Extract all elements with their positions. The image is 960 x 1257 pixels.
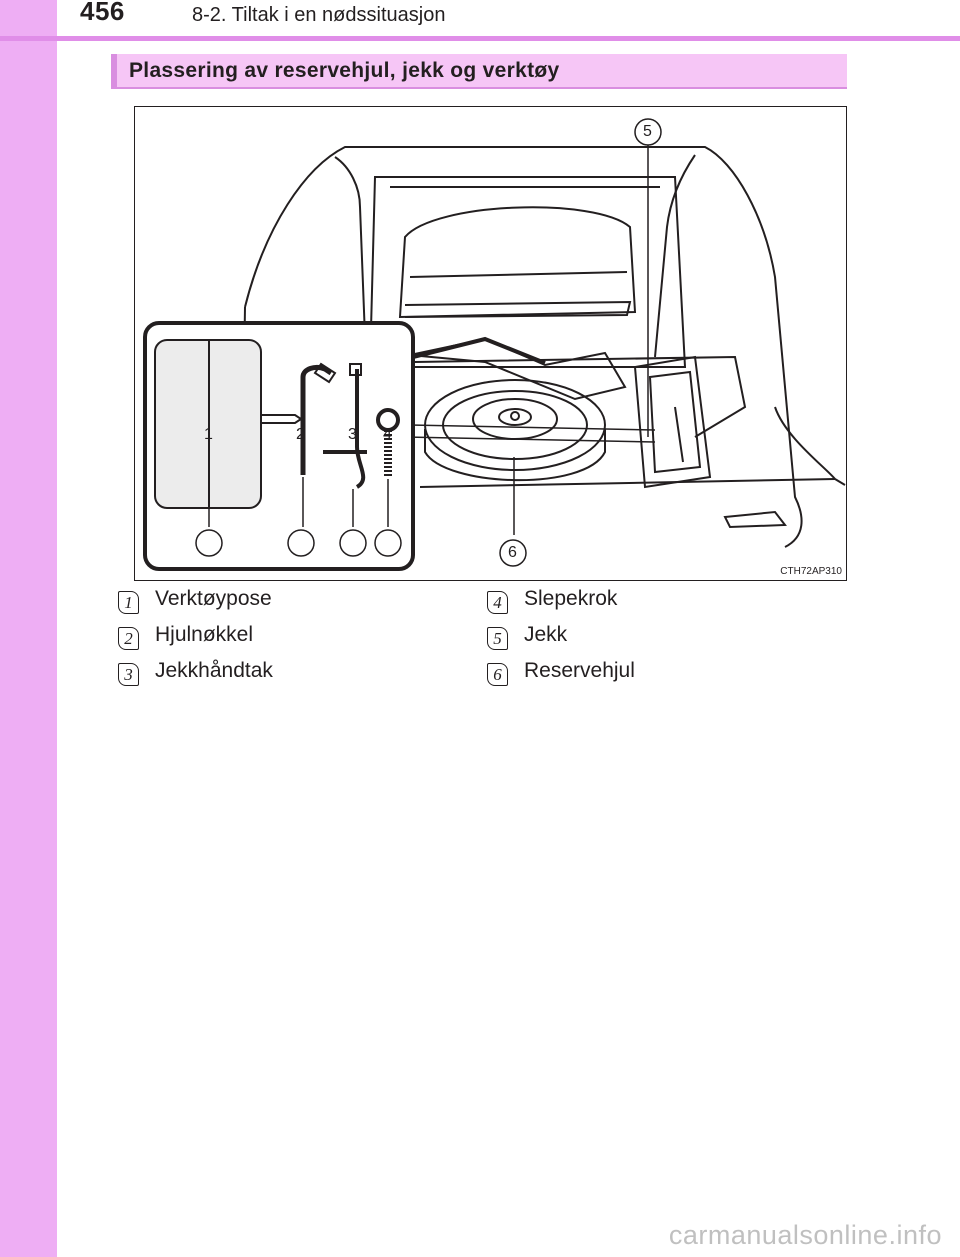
chapter-title: 8-2. Tiltak i en nødssituasjon (192, 4, 445, 27)
legend-number: 1 (118, 591, 139, 614)
trunk-drawing (135, 107, 846, 580)
callout-1: 1 (204, 426, 213, 444)
callout-3: 3 (348, 426, 357, 444)
callout-circle-4 (375, 530, 401, 556)
spare-tire-illustration: 1 2 3 4 5 6 CTH72AP310 (134, 106, 847, 581)
callout-6: 6 (508, 544, 517, 562)
callout-2: 2 (296, 426, 305, 444)
legend-label: Jekk (524, 623, 567, 647)
side-band (0, 0, 57, 1257)
legend-label: Jekkhåndtak (155, 659, 273, 683)
page-number: 456 (80, 0, 125, 27)
legend-number: 6 (487, 663, 508, 686)
section-title: Plassering av reservehjul, jekk og verkt… (129, 59, 560, 83)
header-rule (0, 36, 960, 41)
site-watermark: carmanualsonline.info (669, 1220, 942, 1251)
legend-label: Hjulnøkkel (155, 623, 253, 647)
legend-label: Slepekrok (524, 587, 617, 611)
legend-number: 2 (118, 627, 139, 650)
callout-5: 5 (643, 123, 652, 141)
section-heading-bar: Plassering av reservehjul, jekk og verkt… (111, 54, 847, 89)
callout-circle-1 (196, 530, 222, 556)
figure-code: CTH72AP310 (780, 566, 842, 577)
legend-number: 4 (487, 591, 508, 614)
callout-circle-2 (288, 530, 314, 556)
legend-number: 5 (487, 627, 508, 650)
callout-circle-3 (340, 530, 366, 556)
legend-label: Reservehjul (524, 659, 635, 683)
callout-4: 4 (383, 426, 392, 444)
legend-number: 3 (118, 663, 139, 686)
legend-label: Verktøypose (155, 587, 272, 611)
